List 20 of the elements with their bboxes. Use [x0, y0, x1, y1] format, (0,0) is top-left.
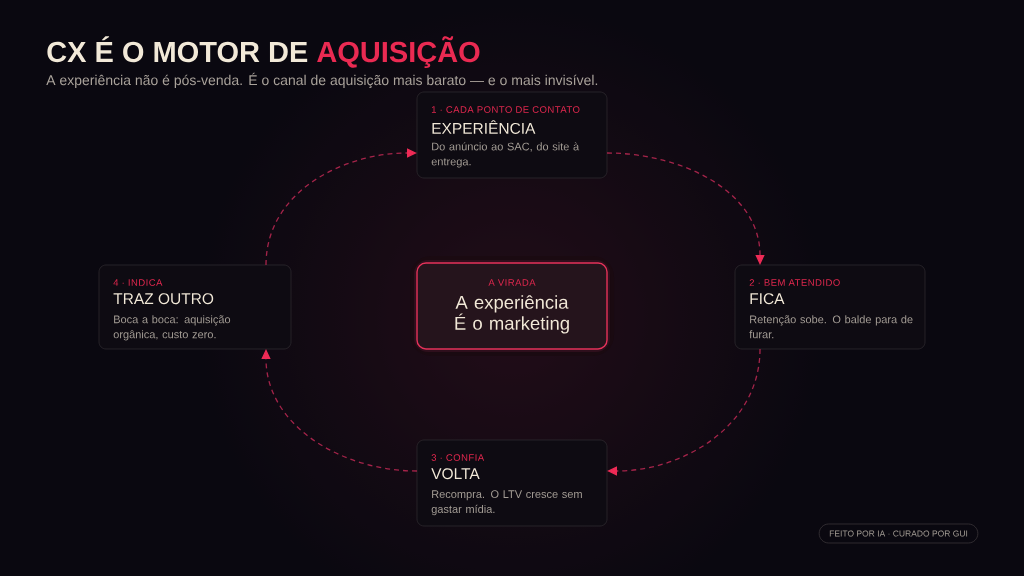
- step-label: 1 · CADA PONTO DE CONTATO: [431, 106, 580, 113]
- step-label: 4 · INDICA: [113, 279, 163, 286]
- curved-arrow: [261, 349, 418, 472]
- step-description: Boca a boca: aquisição orgânica, custo zero.: [113, 315, 231, 341]
- step-description: Do anúncio ao SAC, do site à entrega.: [431, 142, 580, 168]
- curved-arrow: [265, 148, 417, 266]
- step-label: 2 · BEM ATENDIDO: [749, 279, 840, 286]
- step-heading: FICA: [750, 293, 785, 305]
- step-description: Retenção sobe. O balde para de furar.: [749, 315, 913, 339]
- step-description: Recompra. O LTV cresce sem gastar mídia.: [431, 490, 582, 516]
- curved-arrow: [606, 152, 765, 265]
- step-heading: EXPERIÊNCIA: [432, 120, 536, 134]
- step-label: 3 · CONFIA: [431, 454, 485, 461]
- step-heading: VOLTA: [431, 468, 480, 480]
- curved-arrow: [607, 348, 761, 476]
- title: CX É O MOTOR DE AQUISIÇÃO: [47, 36, 480, 68]
- step-heading: TRAZ OUTRO: [113, 293, 214, 305]
- highlight-statement: A experiência É o marketing: [455, 295, 569, 334]
- highlight-label: A VIRADA: [488, 279, 536, 286]
- credit-badge: FEITO POR IA · CURADO POR GUI: [818, 523, 979, 544]
